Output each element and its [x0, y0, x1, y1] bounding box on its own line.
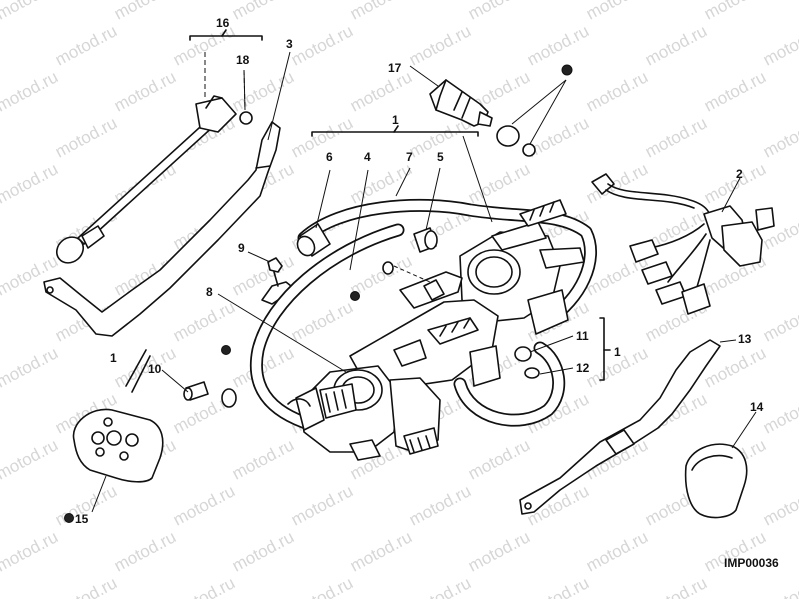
watermark-text: motod.ru — [111, 67, 179, 115]
watermark-text: motod.ru — [0, 527, 61, 575]
watermark-text: motod.ru — [0, 21, 2, 69]
gasket-kit-15 — [72, 408, 164, 483]
watermark-text: motod.ru — [0, 343, 61, 391]
watermark-text: motod.ru — [288, 481, 356, 529]
throttle-body-rear — [459, 199, 585, 335]
watermark-text: motod.ru — [229, 435, 297, 483]
watermark-text: motod.ru — [465, 435, 533, 483]
part-label-14: 14 — [750, 400, 764, 414]
watermark-text: motod.ru — [52, 113, 120, 161]
watermark-text: motod.ru — [524, 21, 592, 69]
watermark-text: motod.ru — [0, 205, 2, 253]
bracket-3 — [43, 121, 281, 337]
part-label-3: 3 — [286, 37, 293, 51]
watermark-text: motod.ru — [229, 527, 297, 575]
watermark-text: motod.ru — [583, 67, 651, 115]
watermark-text: motod.ru — [406, 573, 474, 599]
leader-lines — [91, 29, 757, 513]
clip-9 — [261, 257, 297, 305]
part-label-9: 9 — [238, 241, 245, 255]
watermark-text: motod.ru — [0, 0, 61, 24]
watermark-text: motod.ru — [0, 297, 2, 345]
watermark-text: motod.ru — [0, 573, 2, 599]
watermark-text: motod.ru — [0, 159, 61, 207]
bullet-marks — [221, 64, 573, 355]
part-label-16: 16 — [216, 16, 230, 30]
watermark-text: motod.ru — [229, 67, 297, 115]
part-label-17: 17 — [388, 61, 402, 75]
watermark-text: motod.ru — [760, 113, 799, 161]
watermark-text: motod.ru — [0, 435, 61, 483]
watermark-text: motod.ru — [642, 21, 710, 69]
watermark-text: motod.ru — [465, 527, 533, 575]
watermark-text: motod.ru — [465, 159, 533, 207]
watermark-text: motod.ru — [229, 0, 297, 24]
part-label-1-left: 1 — [110, 351, 117, 365]
watermark-text: motod.ru — [347, 527, 415, 575]
figure-code: IMP00036 — [724, 556, 779, 570]
hose-end-5 — [413, 227, 438, 253]
watermark-text: motod.ru — [406, 21, 474, 69]
bracket-13 — [519, 339, 721, 515]
watermark-text: motod.ru — [760, 389, 799, 437]
part-label-2: 2 — [736, 167, 743, 181]
wiring-harness-2 — [591, 173, 775, 315]
watermark-text: motod.ru — [347, 67, 415, 115]
watermark-text: motod.ru — [0, 389, 2, 437]
watermark-text: motod.ru — [406, 481, 474, 529]
fittings-11-12 — [514, 346, 540, 379]
watermark-text: motod.ru — [111, 527, 179, 575]
watermark-text: motod.ru — [347, 0, 415, 24]
watermark-text: motod.ru — [288, 297, 356, 345]
part-label-10: 10 — [148, 362, 162, 376]
fuel-rail — [349, 271, 501, 393]
watermark-text: motod.ru — [701, 0, 769, 24]
watermark-text: motod.ru — [288, 113, 356, 161]
watermark-text: motod.ru — [524, 573, 592, 599]
part-label-1-right: 1 — [614, 345, 621, 359]
watermark-text: motod.ru — [0, 481, 2, 529]
watermark-text: motod.ru — [111, 0, 179, 24]
part-label-4: 4 — [364, 150, 371, 164]
throttle-body-front — [287, 365, 441, 461]
watermark-text: motod.ru — [642, 113, 710, 161]
watermark-text: motod.ru — [52, 21, 120, 69]
watermark-text: motod.ru — [52, 573, 120, 599]
watermark-text: motod.ru — [642, 573, 710, 599]
fitting-10 — [125, 349, 237, 408]
watermark-text: motod.ru — [583, 527, 651, 575]
hose-end-6 — [296, 223, 331, 257]
part-label-1-top: 1 — [392, 113, 399, 127]
watermark-text: motod.ru — [465, 0, 533, 24]
injector-17 — [429, 79, 536, 157]
watermark-text: motod.ru — [170, 573, 238, 599]
rod-assembly-16 — [55, 52, 253, 264]
watermark-text: motod.ru — [170, 481, 238, 529]
part-label-6: 6 — [326, 150, 333, 164]
watermark-text: motod.ru — [583, 0, 651, 24]
part-label-15: 15 — [75, 512, 89, 526]
part-label-13: 13 — [738, 332, 752, 346]
watermark-text: motod.ru — [760, 21, 799, 69]
watermark-text: motod.ru — [288, 21, 356, 69]
part-label-11: 11 — [576, 329, 589, 343]
part-label-12: 12 — [576, 361, 590, 375]
watermark-text: motod.ru — [0, 113, 2, 161]
watermark-text: motod.ru — [701, 67, 769, 115]
watermark-text: motod.ru — [760, 297, 799, 345]
part-label-18: 18 — [236, 53, 250, 67]
cover-14 — [684, 443, 748, 519]
watermark-text: motod.ru — [0, 67, 61, 115]
part-label-7: 7 — [406, 150, 413, 164]
watermark-text: motod.ru — [760, 573, 799, 599]
part-label-5: 5 — [437, 150, 444, 164]
watermark-text: motod.ru — [170, 297, 238, 345]
oring-8 — [382, 261, 431, 283]
watermark-text: motod.ru — [288, 573, 356, 599]
part-label-8: 8 — [206, 285, 213, 299]
watermark-text: motod.ru — [760, 481, 799, 529]
part-labels: 16 18 3 17 1 6 4 7 5 2 9 8 13 11 1 12 1 … — [64, 16, 779, 570]
